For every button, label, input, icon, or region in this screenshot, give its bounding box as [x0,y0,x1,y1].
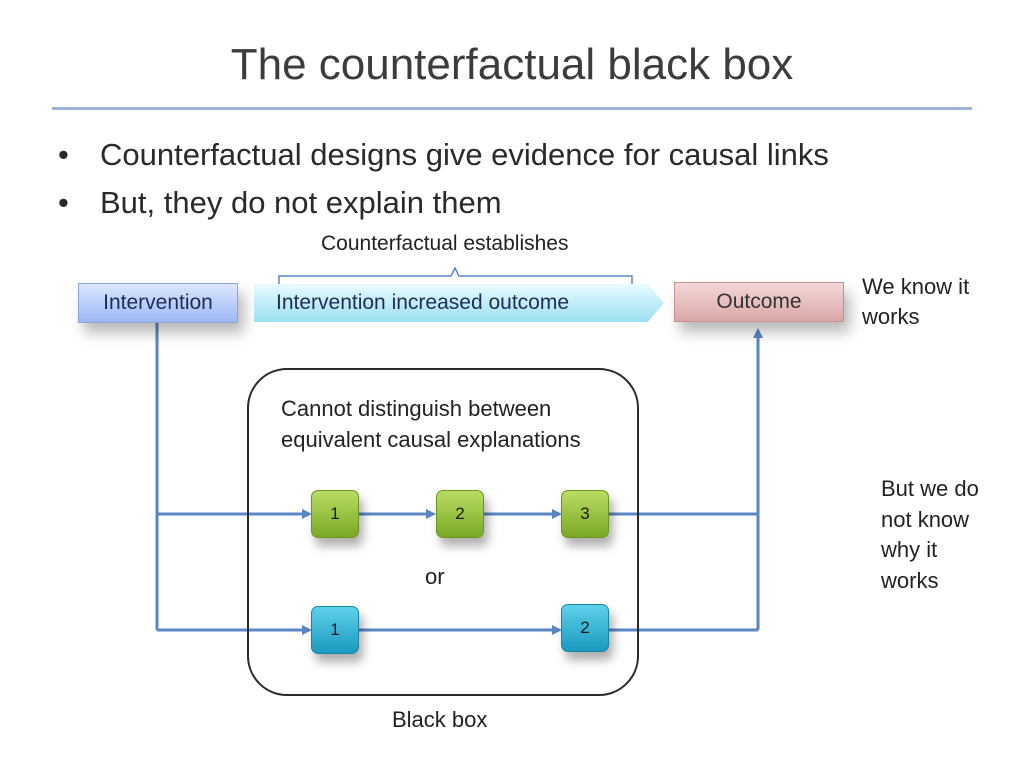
path-a-node-2: 2 [436,490,484,538]
result-arrow: Intervention increased outcome [254,284,664,322]
intervention-label: Intervention [103,291,213,314]
not-know-line: works [881,567,939,593]
we-know-line: works [862,304,920,329]
blackbox-description: Cannot distinguish between equivalent ca… [281,393,581,455]
path-b-node-1: 1 [311,606,359,654]
title-divider [52,107,972,110]
bullet-dot-icon: • [58,137,69,172]
path-a-node-1: 1 [311,490,359,538]
brace-icon [278,266,633,288]
path-a-node-3: 3 [561,490,609,538]
not-know-line: But we do [881,476,979,501]
blackbox-label: Black box [392,707,488,732]
not-know-line: not know [881,506,970,532]
slide-title: The counterfactual black box [230,40,794,89]
blackbox-description-line: equivalent causal explanations [281,427,581,452]
outcome-label: Outcome [716,290,802,313]
or-label: or [425,564,445,589]
bullet-item: • But, they do not explain them [58,181,829,229]
not-know-line: why it [881,537,938,562]
we-know-label: We know it works [862,272,969,332]
brace-label: Counterfactual establishes [321,232,569,255]
bullet-dot-icon: • [58,185,69,220]
path-b-node-2: 2 [561,604,609,652]
bullet-text: But, they do not explain them [100,185,502,220]
not-know-label: But we do not know why it works [881,474,979,596]
outcome-box: Outcome [674,282,844,322]
intervention-box: Intervention [78,283,238,323]
bullet-text: Counterfactual designs give evidence for… [100,137,829,172]
bullet-list: • Counterfactual designs give evidence f… [58,133,829,229]
bullet-item: • Counterfactual designs give evidence f… [58,133,829,181]
we-know-line: We know it [862,274,970,299]
blackbox-description-line: Cannot distinguish between [281,396,552,421]
black-box [247,368,639,696]
result-label: Intervention increased outcome [276,291,570,314]
